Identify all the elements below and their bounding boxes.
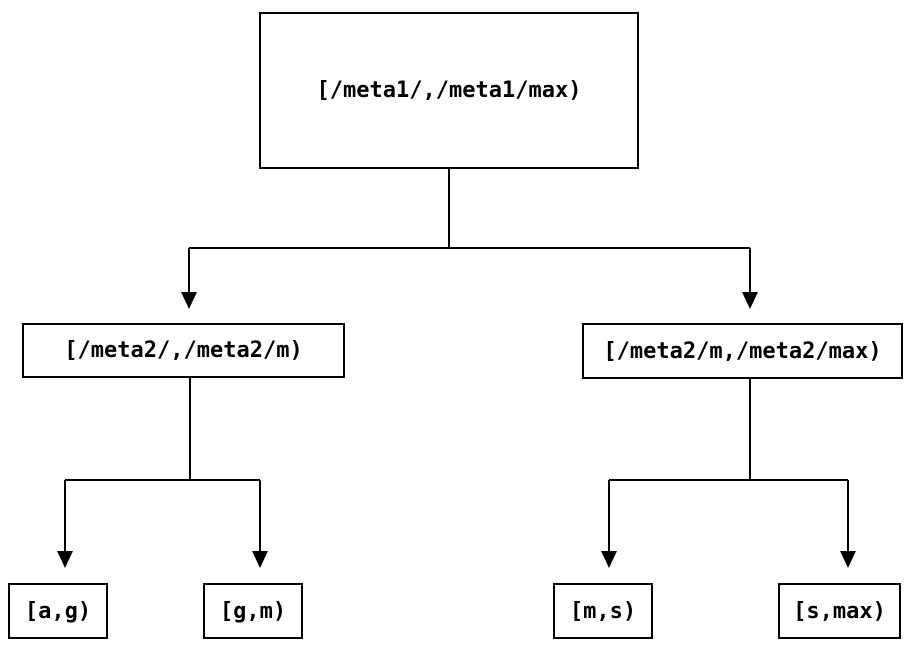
node-leaf-gm-label: [g,m): [219, 598, 287, 624]
arrowhead-to-leaf-smax: [840, 551, 856, 568]
arrowhead-to-leaf-ag: [57, 551, 73, 568]
node-root-label: [/meta1/,/meta1/max): [316, 78, 582, 103]
arrowhead-to-left-child: [181, 292, 197, 309]
node-left-child-label: [/meta2/,/meta2/m): [64, 338, 303, 363]
node-leaf-smax: [s,max): [778, 583, 901, 639]
node-root: [/meta1/,/meta1/max): [259, 12, 639, 169]
node-leaf-ag-label: [a,g): [24, 598, 92, 624]
node-leaf-smax-label: [s,max): [793, 598, 886, 624]
node-right-child: [/meta2/m,/meta2/max): [582, 323, 903, 379]
node-leaf-ms: [m,s): [553, 583, 653, 639]
node-leaf-ag: [a,g): [8, 583, 108, 639]
node-left-child: [/meta2/,/meta2/m): [22, 323, 345, 378]
node-leaf-gm: [g,m): [203, 583, 303, 639]
arrowhead-to-leaf-ms: [601, 551, 617, 568]
arrowhead-to-right-child: [742, 292, 758, 309]
node-leaf-ms-label: [m,s): [569, 598, 637, 624]
arrowhead-to-leaf-gm: [252, 551, 268, 568]
node-right-child-label: [/meta2/m,/meta2/max): [603, 338, 882, 364]
